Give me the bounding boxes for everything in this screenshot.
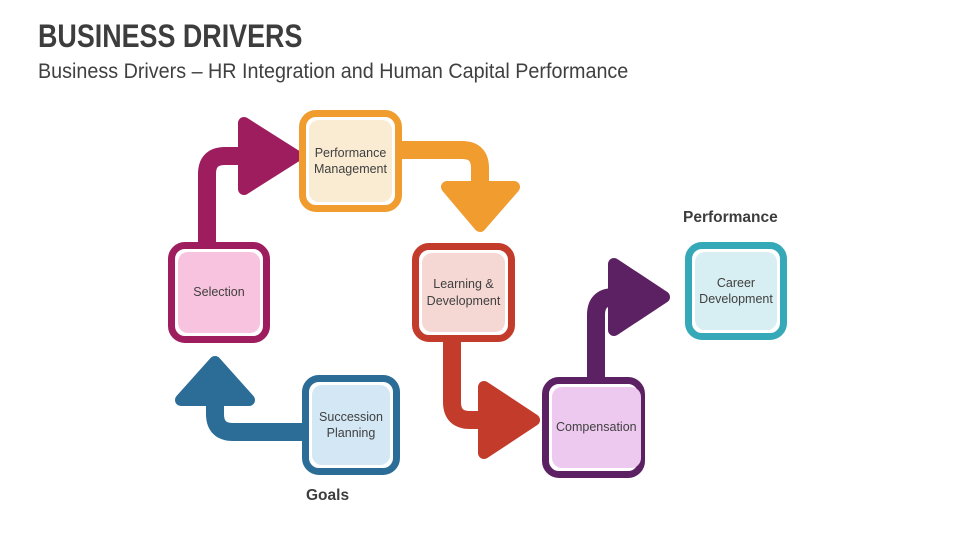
node-label: Succession Planning bbox=[312, 385, 390, 465]
slide-title: BUSINESS DRIVERS bbox=[38, 18, 303, 54]
node-learning-development: Learning & Development bbox=[412, 243, 515, 342]
arrowhead-up-icon bbox=[175, 356, 255, 406]
node-career-development: Career Development bbox=[685, 242, 787, 340]
node-performance-management: Performance Management bbox=[299, 110, 402, 212]
annotation-goals: Goals bbox=[306, 487, 350, 504]
annotation-performance: Performance bbox=[683, 209, 778, 226]
arrowhead-down-icon bbox=[441, 181, 520, 232]
arrow-learning-development-to-compensation bbox=[443, 332, 540, 459]
slide-subtitle: Business Drivers – HR Integration and Hu… bbox=[38, 60, 629, 83]
node-label: Career Development bbox=[695, 252, 777, 330]
arrowhead-right-icon bbox=[238, 117, 302, 195]
node-compensation: Compensation bbox=[542, 377, 645, 478]
arrow-succession-planning-to-selection bbox=[175, 356, 312, 441]
node-label: Selection bbox=[178, 252, 260, 333]
node-label: Learning & Development bbox=[422, 253, 505, 332]
node-label: Performance Management bbox=[309, 120, 392, 202]
node-label: Compensation bbox=[552, 387, 641, 468]
arrow-compensation-to-career-development bbox=[587, 258, 670, 387]
node-selection: Selection bbox=[168, 242, 270, 343]
arrow-performance-management-to-learning-development bbox=[394, 141, 520, 232]
arrow-selection-to-performance-management bbox=[198, 117, 302, 260]
arrowhead-right-icon bbox=[608, 258, 670, 336]
node-succession-planning: Succession Planning bbox=[302, 375, 400, 475]
arrowhead-right-icon bbox=[478, 381, 540, 459]
